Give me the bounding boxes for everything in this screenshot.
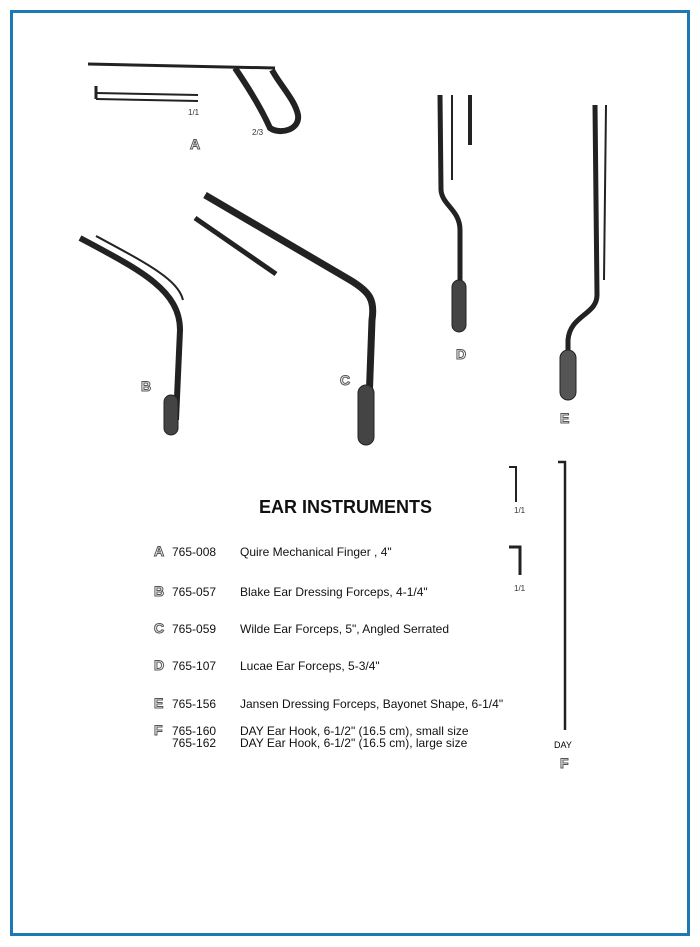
list-item: 765-162 DAY Ear Hook, 6-1/2" (16.5 cm), l… bbox=[154, 736, 467, 750]
item-letter: A bbox=[154, 543, 165, 560]
item-letter: C bbox=[154, 620, 165, 637]
item-code: 765-107 bbox=[172, 659, 217, 673]
item-letter: F bbox=[154, 722, 164, 739]
item-code: 765-059 bbox=[172, 622, 217, 636]
item-code: 765-008 bbox=[172, 545, 217, 559]
list-item: E 765-156 Jansen Dressing Forceps, Bayonet… bbox=[154, 695, 504, 712]
item-code: 765-156 bbox=[172, 697, 217, 711]
item-letter: B bbox=[154, 583, 165, 600]
forceps-c bbox=[193, 191, 377, 446]
list-item: C 765-059 Wilde Ear Forceps, 5", Angled Se… bbox=[154, 620, 450, 637]
list-item: B 765-057 Blake Ear Dressing Forceps, 4-1/… bbox=[154, 583, 428, 600]
item-letter: D bbox=[154, 657, 165, 674]
scale-label: 2/3 bbox=[252, 128, 264, 137]
figure-letter-d: D bbox=[455, 346, 467, 363]
item-code: 765-057 bbox=[172, 585, 217, 599]
item-code: 765-162 bbox=[172, 736, 217, 750]
hook-f bbox=[509, 460, 567, 730]
figure-letter-b: B bbox=[140, 378, 152, 395]
figure-letter-e: E bbox=[559, 410, 570, 427]
item-letter: E bbox=[154, 695, 164, 712]
list-item: A 765-008 Quire Mechanical Finger , 4" bbox=[154, 543, 392, 560]
item-description: DAY Ear Hook, 6-1/2" (16.5 cm), small si… bbox=[240, 724, 469, 738]
item-code: 765-160 bbox=[172, 724, 217, 738]
list-item: F 765-160 DAY Ear Hook, 6-1/2" (16.5 cm), … bbox=[154, 722, 469, 739]
page-title: EAR INSTRUMENTS bbox=[259, 497, 433, 517]
item-description: DAY Ear Hook, 6-1/2" (16.5 cm), large si… bbox=[240, 736, 468, 750]
scale-label: 1/1 bbox=[514, 506, 526, 515]
item-description: Blake Ear Dressing Forceps, 4-1/4" bbox=[240, 585, 428, 599]
item-description: Jansen Dressing Forceps, Bayonet Shape, … bbox=[240, 697, 504, 711]
forceps-b bbox=[78, 235, 184, 436]
figure-letter-c: C bbox=[339, 372, 351, 389]
list-item: D 765-107 Lucae Ear Forceps, 5-3/4" bbox=[154, 657, 380, 674]
figure-letter-a: A bbox=[189, 136, 201, 153]
figure-letter-f: F bbox=[560, 755, 570, 772]
page-border bbox=[10, 10, 690, 936]
item-description: Wilde Ear Forceps, 5", Angled Serrated bbox=[240, 622, 450, 636]
scale-label: 1/1 bbox=[514, 584, 526, 593]
forceps-d bbox=[437, 94, 472, 333]
mechanical-finger-a bbox=[87, 62, 302, 135]
item-description: Lucae Ear Forceps, 5-3/4" bbox=[240, 659, 380, 673]
day-label: DAY bbox=[554, 740, 572, 750]
forceps-e bbox=[559, 104, 607, 401]
scale-label: 1/1 bbox=[188, 108, 200, 117]
item-description: Quire Mechanical Finger , 4" bbox=[240, 545, 392, 559]
